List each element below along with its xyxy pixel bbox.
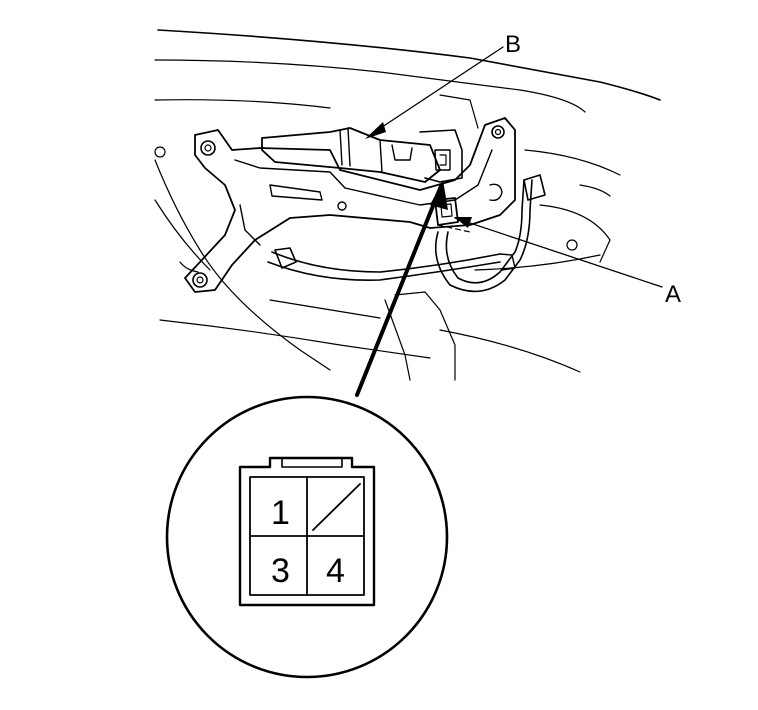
wire-harness [267, 174, 546, 293]
pin-label-4: 4 [326, 552, 345, 590]
pin-label-3: 3 [271, 552, 290, 590]
detail-pointer-line [355, 184, 443, 397]
callout-label-a: A [665, 281, 681, 308]
leader-line-a [454, 217, 663, 288]
detail-pointer-arrowhead [430, 180, 448, 210]
arrowhead-a [454, 217, 472, 228]
unused-pin-slash [312, 483, 361, 531]
connector-a-location [434, 197, 471, 233]
pin-label-1: 1 [271, 494, 290, 532]
wiper-motor [261, 127, 463, 183]
arrowhead-b [365, 122, 386, 139]
leader-line-b [369, 46, 504, 136]
connector-face-view [238, 456, 376, 607]
detail-magnifier-circle [165, 395, 449, 679]
motor-bracket [184, 117, 516, 293]
callout-label-b: B [505, 31, 521, 58]
body-panels [154, 29, 661, 381]
